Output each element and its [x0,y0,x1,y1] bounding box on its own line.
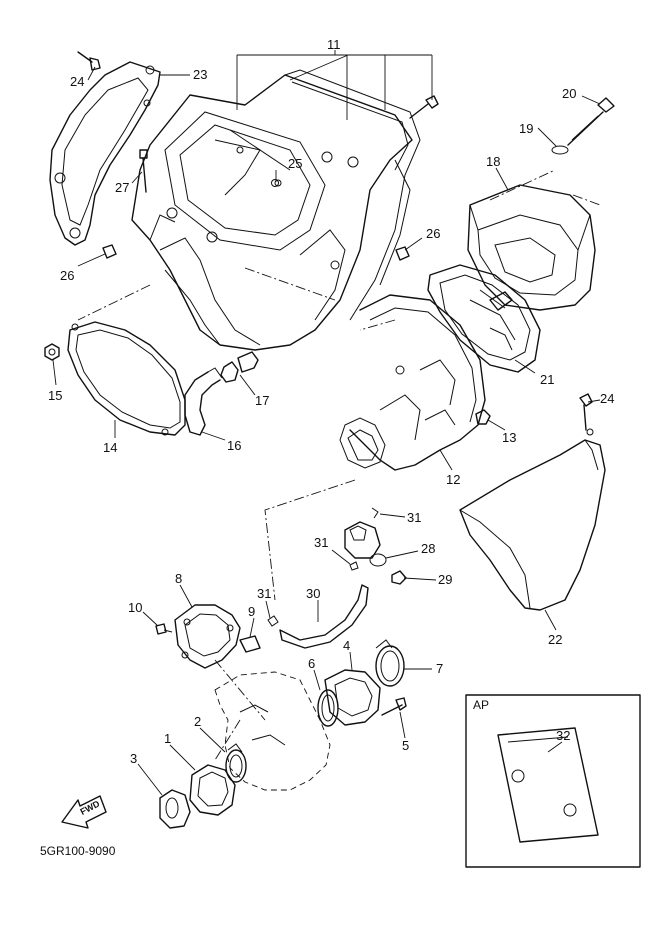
carburetor-outline [214,671,331,791]
grommet-25 [271,179,279,187]
callout-31: 31 [257,586,271,601]
bolt-29 [391,570,407,585]
callout-24: 24 [600,391,614,406]
clamp-2 [225,743,247,783]
callout-30: 30 [306,586,320,601]
clip-fastener-left [77,51,101,71]
callout-9: 9 [248,604,255,619]
callout-25: 25 [288,156,302,171]
side-cover-right [459,428,606,611]
callout-5: 5 [402,738,409,753]
block-9 [239,635,261,653]
callout-31: 31 [314,535,328,550]
callout-22: 22 [548,632,562,647]
cap-3 [159,789,191,829]
side-cover-left [49,61,161,246]
intake-joint [339,294,486,471]
callout-3: 3 [130,751,137,766]
hose-30 [279,584,369,649]
callout-8: 8 [175,571,182,586]
callout-27: 27 [115,180,129,195]
clip-31-upper [371,507,379,519]
callout-23: 23 [193,67,207,82]
callout-2: 2 [194,714,201,729]
bolt-27 [139,149,148,193]
air-filter-case [131,69,421,351]
bolt-5 [381,697,407,716]
callout-19: 19 [519,121,533,136]
callout-11: 11 [327,37,341,52]
callout-26: 26 [60,268,74,283]
nut-26-right [395,246,410,261]
callout-7: 7 [436,661,443,676]
callout-24: 24 [70,74,84,89]
drawing-code: 5GR100-9090 [40,844,116,858]
fwd-label: FWD [79,798,102,817]
callout-32: 32 [556,728,570,743]
leader-lines [52,50,601,796]
callout-14: 14 [103,440,117,455]
callout-6: 6 [308,656,315,671]
washer-19 [551,145,569,155]
callout-20: 20 [562,86,576,101]
gasket-14 [67,321,186,436]
callout-4: 4 [343,638,350,653]
carb-joint-1 [189,764,236,816]
clip-31-lower [267,615,279,627]
callout-16: 16 [227,438,241,453]
bolt-20 [567,97,615,146]
callout-31: 31 [407,510,421,525]
callout-13: 13 [502,430,516,445]
callout-12: 12 [446,472,460,487]
nut-13 [475,409,491,425]
clamp-7 [375,639,405,687]
callout-28: 28 [421,541,435,556]
clip-fastener-right [579,393,593,431]
callout-1: 1 [164,731,171,746]
callout-21: 21 [540,372,554,387]
callout-26: 26 [426,226,440,241]
filter-guide [427,264,541,373]
carb-joint-4 [324,669,381,726]
callout-18: 18 [486,154,500,169]
callout-29: 29 [438,572,452,587]
bracket-8 [174,604,241,669]
inset-label: AP [473,698,489,712]
fwd-arrow-icon [61,795,107,829]
breather-valve [344,521,387,567]
hose-16 [184,367,223,436]
case-bolt [409,95,439,119]
bolt-10 [155,623,173,635]
nut-15 [44,343,60,361]
clip-31-middle [349,561,359,571]
band-6 [317,689,339,727]
callout-17: 17 [255,393,269,408]
ap-inset-box [465,694,641,868]
air-filter-element [467,184,596,311]
assembly-lines [77,169,601,761]
nut-26-left [102,244,117,259]
callout-15: 15 [48,388,62,403]
callout-10: 10 [128,600,142,615]
clamp-17 [220,351,259,383]
